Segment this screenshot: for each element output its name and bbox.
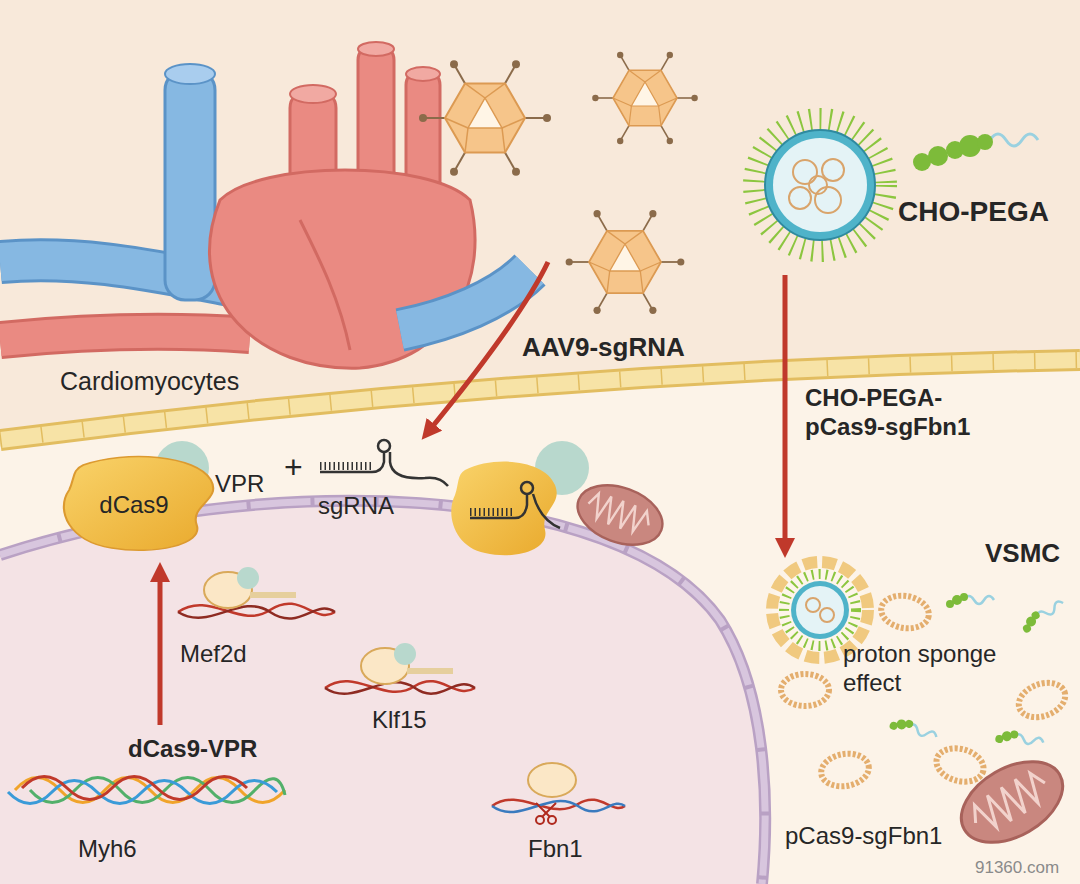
gene-label: Myh6 [78, 835, 137, 864]
watermark: 91360.com [975, 858, 1059, 878]
protein-label: dCas9-VPR [128, 735, 257, 764]
plasmid-label: pCas9-sgFbn1 [785, 822, 942, 851]
polymer-label: CHO-PEGA [898, 195, 1049, 229]
rna-label: sgRNA [318, 492, 394, 521]
cell-type-label: VSMC [985, 538, 1060, 569]
process-label: proton sponge effect [843, 640, 1018, 698]
plus-sign: + [284, 448, 303, 486]
cell-type-label: Cardiomyocytes [60, 366, 239, 396]
gene-label: Mef2d [180, 640, 247, 669]
gene-label: Fbn1 [528, 835, 583, 864]
protein-blob: dCas9 [55, 450, 225, 555]
gene-label: Klf15 [372, 706, 427, 735]
nanoparticle-label: CHO-PEGA-pCas9-sgFbn1 [805, 384, 983, 442]
node-text: dCas9 [55, 491, 213, 519]
vector-label: AAV9-sgRNA [522, 332, 685, 363]
protein-label: VPR [215, 470, 264, 499]
